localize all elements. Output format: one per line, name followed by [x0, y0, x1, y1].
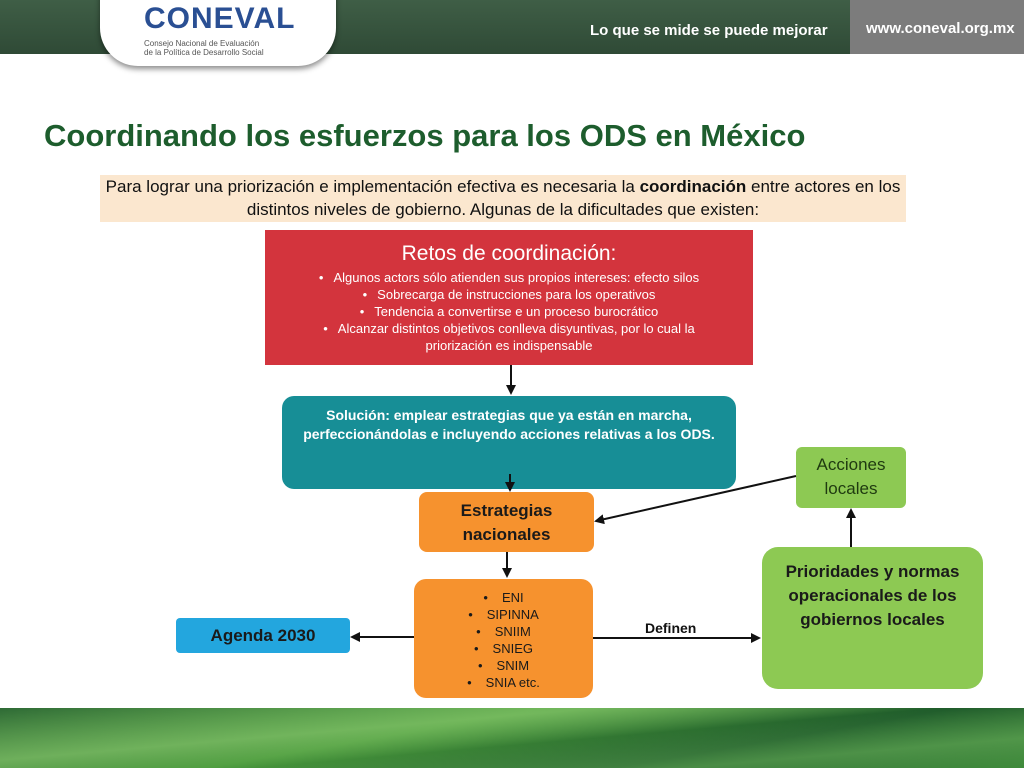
prioridades-box: Prioridades y normas operacionales de lo… — [762, 547, 983, 689]
intro-part2: entre actores en los distintos niveles d… — [246, 177, 901, 219]
intro-bold-word: coordinación — [639, 177, 747, 196]
intro-text: Para lograr una priorización e implement… — [100, 175, 906, 222]
retos-item: Algunos actors sólo atienden sus propios… — [295, 269, 723, 286]
strategy-item: SNIM — [414, 657, 593, 674]
strategy-item: SNIIM — [414, 623, 593, 640]
header-website-panel — [850, 0, 1024, 54]
arrow-acciones-to-estrategias — [594, 475, 797, 525]
strategies-list-box: ENI SIPINNA SNIIM SNIEG SNIM SNIA etc. — [414, 579, 593, 698]
logo-subtitle: Consejo Nacional de Evaluación de la Pol… — [144, 39, 264, 57]
retos-item: Alcanzar distintos objetivos conlleva di… — [295, 320, 723, 354]
retos-item: Sobrecarga de instrucciones para los ope… — [295, 286, 723, 303]
strategy-item: SNIA etc. — [414, 674, 593, 691]
logo: CONEVAL Consejo Nacional de Evaluación d… — [100, 0, 336, 66]
logo-subtitle-line1: Consejo Nacional de Evaluación — [144, 39, 260, 48]
agenda-box: Agenda 2030 — [176, 618, 350, 653]
strategies-list: ENI SIPINNA SNIIM SNIEG SNIM SNIA etc. — [414, 589, 593, 691]
page-title: Coordinando los esfuerzos para los ODS e… — [44, 118, 806, 153]
website-link[interactable]: www.coneval.org.mx — [866, 20, 1015, 37]
acciones-box: Acciones locales — [796, 447, 906, 508]
retos-title: Retos de coordinación: — [401, 242, 617, 265]
footer-decoration — [0, 708, 1024, 768]
strategy-item: ENI — [414, 589, 593, 606]
estrategias-box: Estrategias nacionales — [419, 492, 594, 552]
definen-label: Definen — [645, 620, 697, 636]
solucion-box: Solución: emplear estrategias que ya est… — [282, 396, 736, 489]
header-slogan: Lo que se mide se puede mejorar — [590, 22, 828, 39]
logo-subtitle-line2: de la Política de Desarrollo Social — [144, 48, 264, 57]
strategy-item: SNIEG — [414, 640, 593, 657]
retos-list: Algunos actors sólo atienden sus propios… — [265, 269, 753, 354]
retos-item: Tendencia a convertirse e un proceso bur… — [295, 303, 723, 320]
strategy-item: SIPINNA — [414, 606, 593, 623]
logo-wordmark: CONEVAL — [144, 2, 296, 35]
intro-part1: Para lograr una priorización e implement… — [105, 177, 640, 196]
retos-box: Retos de coordinación: Algunos actors só… — [265, 230, 753, 365]
